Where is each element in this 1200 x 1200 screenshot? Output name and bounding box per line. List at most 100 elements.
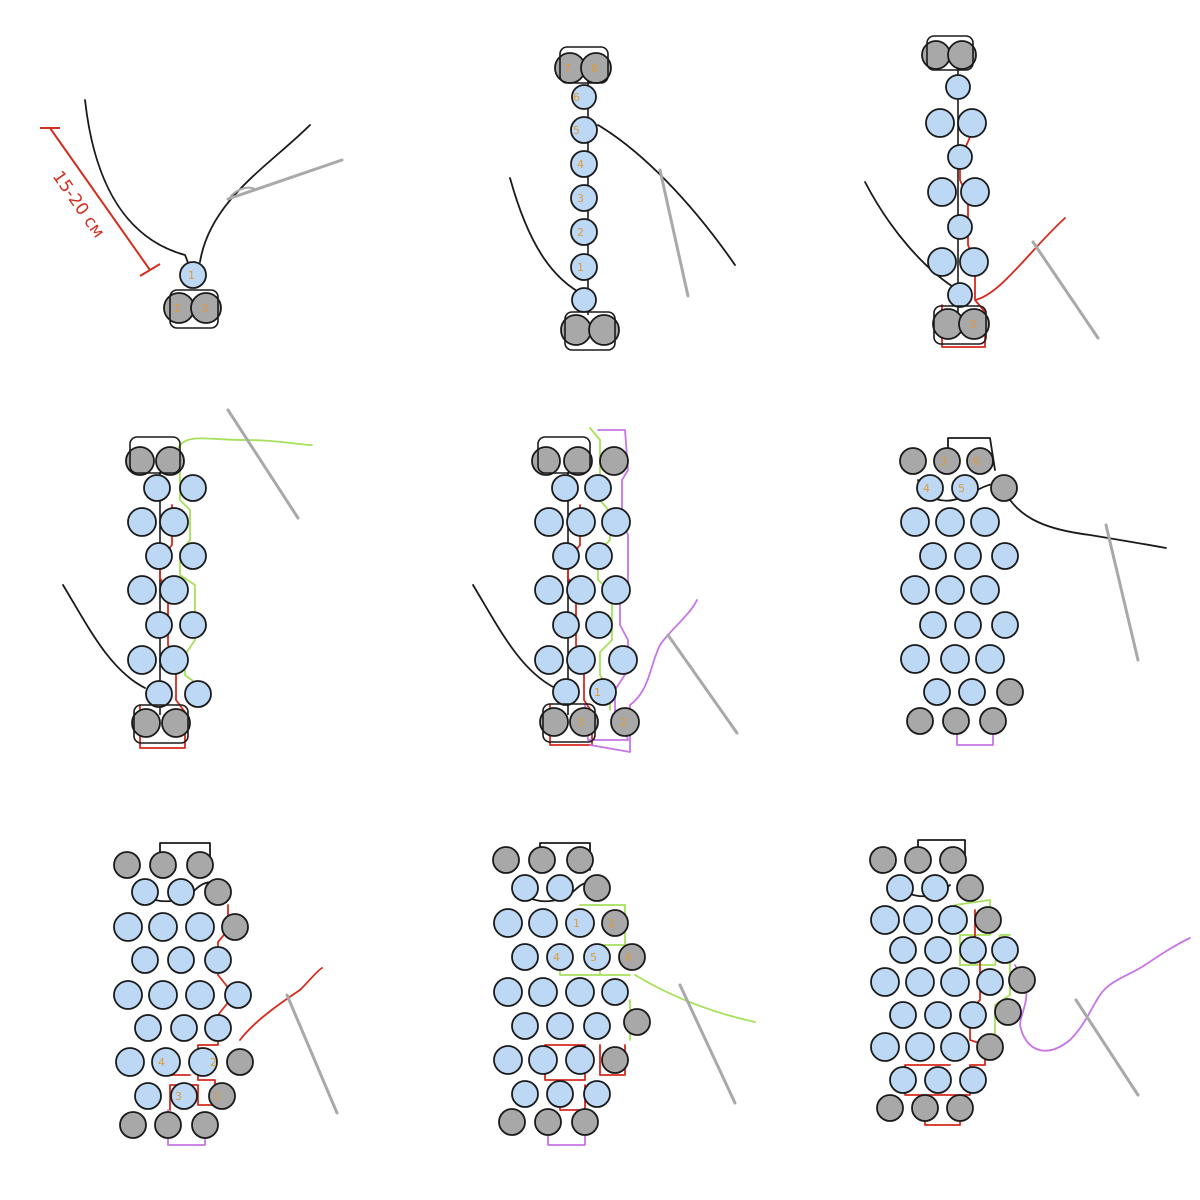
bead-blue <box>511 1012 539 1040</box>
bead-blue <box>889 1066 917 1094</box>
bead-blue <box>886 874 914 902</box>
bead-blue <box>960 177 990 207</box>
step-9-panel <box>869 839 1191 1126</box>
bead-blue <box>145 611 173 639</box>
bead-gray <box>876 1094 904 1122</box>
svg-text:6: 6 <box>625 951 632 964</box>
bead-blue <box>589 678 617 706</box>
bead-gray <box>946 1094 974 1122</box>
svg-text:3: 3 <box>940 455 947 468</box>
bead-blue <box>947 282 973 308</box>
bead-blue <box>188 1047 218 1077</box>
bead-blue <box>975 644 1005 674</box>
bead-blue <box>976 968 1004 996</box>
bead-gray <box>933 447 961 475</box>
bead-blue <box>905 1032 935 1062</box>
thread-black <box>472 584 556 689</box>
bead-blue <box>924 936 952 964</box>
bead-blue <box>185 912 215 942</box>
bead-gray <box>563 446 593 476</box>
bead-blue <box>870 1032 900 1062</box>
svg-text:5: 5 <box>573 124 580 137</box>
bead-gray <box>154 1111 182 1139</box>
thread-black <box>864 181 959 291</box>
bead-blue <box>159 645 189 675</box>
bead-gray <box>1008 966 1036 994</box>
svg-text:6: 6 <box>973 455 980 468</box>
svg-text:4: 4 <box>553 951 560 964</box>
bead-gray <box>571 1108 599 1136</box>
thread-purple <box>1014 937 1191 1052</box>
bead-blue <box>127 507 157 537</box>
bead-blue <box>959 1066 987 1094</box>
bead-blue <box>143 474 171 502</box>
bead-blue <box>528 977 558 1007</box>
bead-blue <box>115 1047 145 1077</box>
bead-gray <box>161 708 191 738</box>
bead-blue <box>924 1066 952 1094</box>
step-1-panel: 15-20 см 1 2 3 <box>40 99 344 329</box>
bead-blue <box>511 1080 539 1108</box>
bead-blue <box>179 474 207 502</box>
bead-gray <box>221 913 249 941</box>
svg-text:3: 3 <box>175 1090 182 1103</box>
bead-blue <box>924 1001 952 1029</box>
bead-gray <box>618 943 646 971</box>
step-5-panel: 1 2 3 <box>472 427 739 753</box>
svg-text:4: 4 <box>158 1056 165 1069</box>
svg-text:3: 3 <box>969 318 976 331</box>
bead-blue <box>938 905 968 935</box>
bead-gray <box>226 1048 254 1076</box>
svg-text:5: 5 <box>958 482 965 495</box>
bead-gray <box>534 1108 562 1136</box>
bead-blue <box>134 1082 162 1110</box>
bead-blue <box>916 474 944 502</box>
bead-blue <box>159 575 189 605</box>
svg-text:2: 2 <box>620 716 627 729</box>
bead-blue <box>170 1014 198 1042</box>
svg-text:2: 2 <box>608 917 615 930</box>
needle-icon <box>666 633 739 735</box>
thread-black <box>1004 491 1167 549</box>
bead-gray <box>939 846 967 874</box>
bead-gray <box>119 1111 147 1139</box>
needle-icon <box>1104 523 1140 662</box>
bead-blue <box>571 84 597 110</box>
bead-blue <box>570 116 598 144</box>
bead-blue <box>571 287 597 313</box>
bead-blue <box>921 874 949 902</box>
bead-gray <box>956 874 984 902</box>
bead-gray <box>186 851 214 879</box>
bead-blue <box>570 150 598 178</box>
bead-blue <box>927 177 957 207</box>
bead-gray <box>125 446 155 476</box>
bead-blue <box>528 908 558 938</box>
thread-black <box>509 177 585 296</box>
step-4-panel <box>62 408 313 749</box>
bead-blue <box>127 645 157 675</box>
bead-gray <box>994 998 1022 1026</box>
bead-gray <box>990 474 1018 502</box>
bead-blue <box>970 507 1000 537</box>
bead-blue <box>900 575 930 605</box>
bead-blue <box>608 645 638 675</box>
bead-gray <box>492 846 520 874</box>
bead-blue <box>552 678 580 706</box>
bead-gray <box>155 446 185 476</box>
bead-gray <box>942 707 970 735</box>
bead-gray <box>588 314 620 346</box>
bead-blue <box>565 1045 595 1075</box>
bead-blue <box>511 874 539 902</box>
bead-blue <box>493 977 523 1007</box>
bead-blue <box>566 507 596 537</box>
needle-icon <box>226 408 300 520</box>
step-3-panel: 3 <box>864 35 1100 348</box>
bead-blue <box>889 1001 917 1029</box>
step-8-panel: 1 2 4 5 6 <box>492 842 756 1146</box>
bead-blue <box>583 943 611 971</box>
svg-text:3: 3 <box>577 192 584 205</box>
svg-text:2: 2 <box>174 302 181 315</box>
bead-blue <box>903 905 933 935</box>
needle-icon <box>658 168 690 298</box>
bead-gray <box>623 1008 651 1036</box>
